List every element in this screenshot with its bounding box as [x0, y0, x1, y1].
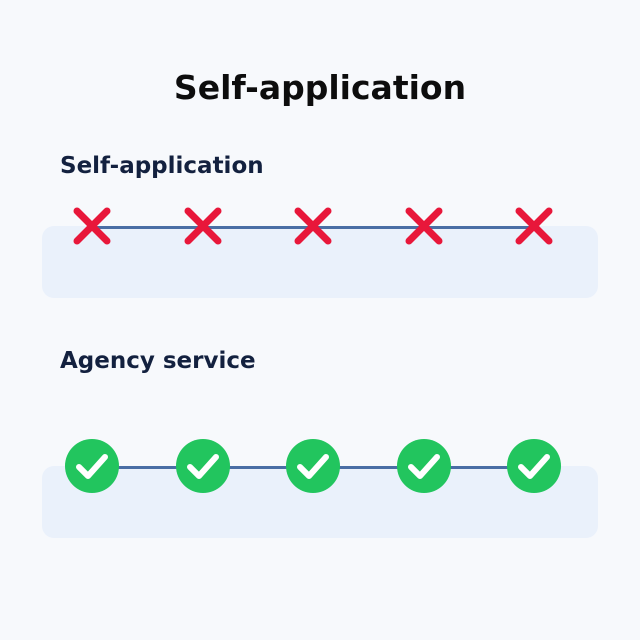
row-heading-self-application: Self-application: [60, 153, 264, 179]
check-circle-icon: [506, 438, 562, 494]
row-heading-agency-service: Agency service: [60, 348, 256, 374]
cross-icon: [396, 198, 452, 254]
cross-icon: [175, 198, 231, 254]
page-title: Self-application: [173, 68, 467, 107]
check-circle-icon: [175, 438, 231, 494]
cross-icon: [506, 198, 562, 254]
cross-icon: [285, 198, 341, 254]
check-circle-icon: [64, 438, 120, 494]
check-circle-icon: [396, 438, 452, 494]
track-background-self-application: [42, 226, 598, 298]
cross-icon: [64, 198, 120, 254]
check-circle-icon: [285, 438, 341, 494]
